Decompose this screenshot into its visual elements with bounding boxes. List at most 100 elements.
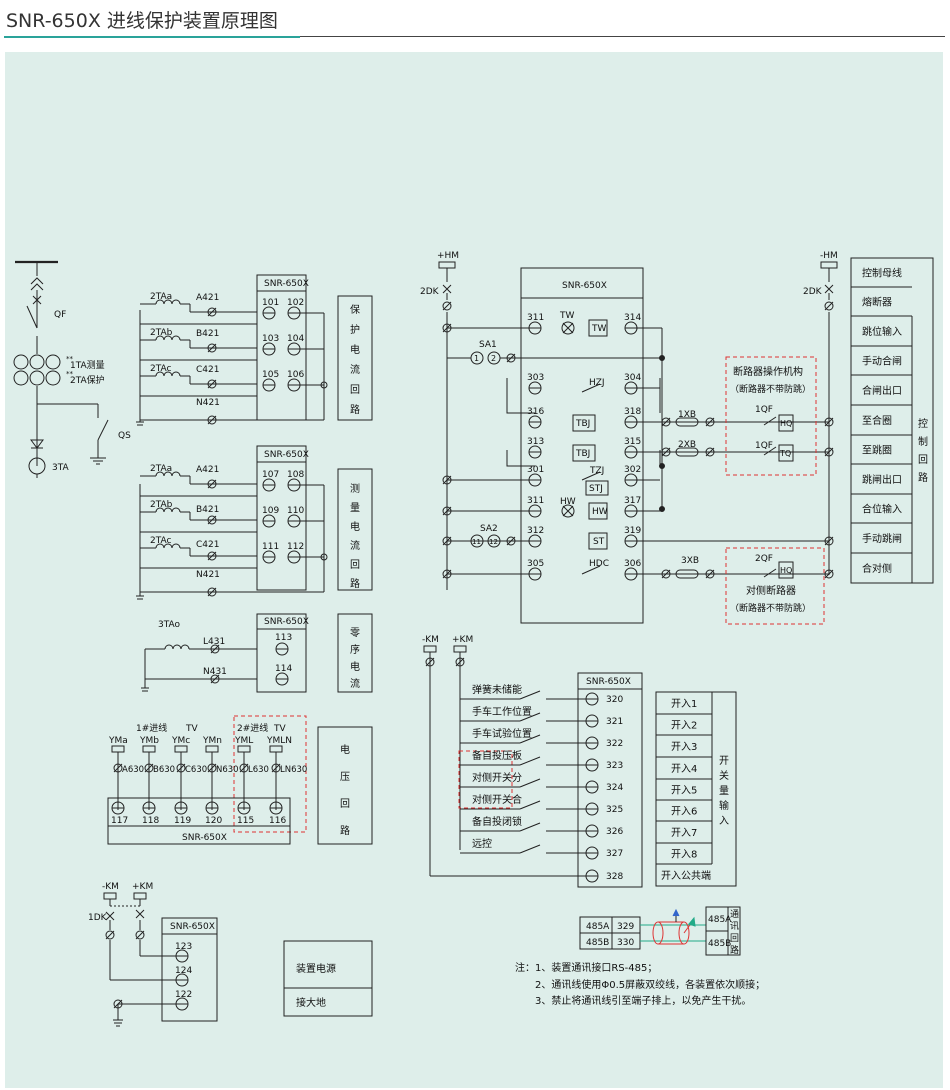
ctrl-legend-item-2: 熔断器: [862, 296, 892, 309]
dk2a-label: 2DK: [420, 287, 440, 297]
volt-source-YMLN: YMLN: [266, 736, 292, 746]
mech-label-1: 断路器操作机构: [733, 365, 803, 378]
ctrl-term-311-5: 311: [527, 496, 544, 506]
note-2: 2、通讯线使用Φ0.5屏蔽双绞线，各装置依次顺接；: [535, 978, 765, 991]
group-zero-char-4: 流: [350, 677, 360, 690]
meas-n421-label: N421: [196, 570, 220, 580]
note-1: 注：1、装置通讯接口RS-485；: [515, 961, 657, 974]
bin-input-8: 远控: [472, 837, 492, 850]
group-bin-char-2: 关: [719, 769, 729, 782]
comm-485b-label: 485B: [586, 938, 609, 948]
tw-lamp-label: TW: [559, 311, 574, 321]
group-meas-char-4: 流: [350, 539, 360, 552]
meas-device-label: SNR-650X: [264, 450, 309, 460]
ctrl-legend-item-11: 合对侧: [862, 562, 892, 575]
voltage-circuit: 1#进线 TV 2#进线 TV SNR-650X YMaA630117YMbB6…: [107, 715, 373, 845]
bin-output-3: 开入3: [671, 742, 697, 753]
xb1-label: 1XB: [678, 410, 696, 420]
comm-remote-485a-label: 485A: [708, 915, 732, 925]
tq-label: TQ: [779, 449, 791, 458]
zero-device-label: SNR-650X: [264, 617, 309, 627]
group-bin-char-3: 量: [719, 785, 729, 797]
n421-label: N421: [196, 398, 220, 408]
meas-a421-label: A421: [196, 465, 219, 475]
hdc-label: HDC: [589, 559, 609, 569]
bin-term-327: 327: [606, 849, 623, 859]
tv1-label: 1#进线: [136, 722, 167, 734]
power-term-124: 124: [175, 966, 192, 976]
bin-output-9: 开入公共端: [661, 869, 711, 882]
volt-wire-A630: A630: [122, 765, 144, 775]
group-zero-char-1: 零: [350, 627, 360, 639]
svg-text:1: 1: [474, 354, 479, 363]
bin-term-322: 322: [606, 739, 623, 749]
hm-neg-label: -HM: [820, 251, 838, 261]
bin-input-2: 手车工作位置: [472, 705, 532, 718]
bin-km-pos-label: +KM: [452, 635, 473, 645]
volt-source-YMb: YMb: [139, 736, 159, 746]
bin-term-325: 325: [606, 805, 623, 815]
prot-term-106: 106: [287, 370, 304, 380]
volt-source-YMa: YMa: [108, 736, 128, 746]
power-km-neg-label: -KM: [102, 882, 119, 892]
c421-label: C421: [196, 365, 219, 375]
ctrl-term-304-1: 304: [624, 373, 641, 383]
group-prot-char-4: 流: [350, 363, 360, 376]
group-bin-char-1: 开: [719, 756, 729, 767]
bin-input-1: 弹簧未储能: [472, 683, 522, 696]
ctrl-term-303-1: 303: [527, 373, 544, 383]
meas-ta-c-label: 2TAc: [150, 536, 172, 546]
svg-text:11: 11: [472, 538, 481, 546]
dk2b-label: 2DK: [803, 287, 823, 297]
bin-output-1: 开入1: [671, 699, 697, 710]
ctrl-term-306-7: 306: [624, 559, 641, 569]
meas-term-111: 111: [262, 542, 279, 552]
binary-input-circuit: -KM +KM SNR-650X 弹簧未储能手车工作位置手车试验位置备自投压板对…: [422, 635, 737, 888]
bin-device-label: SNR-650X: [586, 677, 631, 687]
opp-label-2: （断路器不带防跳）: [730, 602, 811, 614]
volt-term-115: 115: [237, 816, 254, 826]
dk1-label: 1DK: [88, 913, 108, 923]
svg-text:12: 12: [489, 538, 498, 546]
volt-source-YMc: YMc: [171, 736, 190, 746]
group-comm-char-2: 讯: [730, 921, 739, 932]
ta3-label: 3TA: [52, 463, 70, 473]
power-label: 装置电源: [296, 962, 336, 975]
group-volt-char-2: 压: [340, 771, 350, 783]
qs-label: QS: [118, 431, 131, 441]
ctrl-legend-item-4: 手动合闸: [862, 355, 902, 368]
volt-source-YMn: YMn: [202, 736, 222, 746]
bin-input-6: 对侧开关合: [472, 793, 522, 806]
tbj-2-label: TBJ: [575, 449, 590, 459]
ctrl-term-302-4: 302: [624, 465, 641, 475]
prot-term-103: 103: [262, 334, 279, 344]
bin-input-7: 备自投闭锁: [472, 815, 522, 828]
ground-label: 接大地: [296, 996, 326, 1009]
prot-device-label: SNR-650X: [264, 279, 309, 289]
ctrl-legend-item-9: 合位输入: [862, 503, 902, 516]
ctrl-legend-item-1: 控制母线: [862, 267, 902, 280]
volt-source-YML: YML: [234, 736, 253, 746]
qf1a-label: 1QF: [755, 405, 773, 415]
power-device-label: SNR-650X: [170, 922, 215, 932]
ctrl-term-312-6: 312: [527, 526, 544, 536]
zero-term-114: 114: [275, 664, 292, 674]
hq-label: HQ: [780, 419, 792, 428]
bin-term-320: 320: [606, 695, 623, 705]
bin-output-2: 开入2: [671, 721, 697, 732]
bin-term-321: 321: [606, 717, 623, 727]
hw-relay-label: HW: [592, 507, 608, 517]
diagram-background: [5, 52, 943, 1088]
tbj-1-label: TBJ: [575, 419, 590, 429]
ctrl-term-317-5: 317: [624, 496, 641, 506]
comm-329-label: 329: [617, 922, 634, 932]
tv2b-label: TV: [273, 724, 286, 734]
bin-term-328: 328: [606, 872, 623, 882]
meas-ta-a-label: 2TAa: [150, 464, 172, 474]
power-km-pos-label: +KM: [132, 882, 153, 892]
group-meas-char-1: 测: [350, 482, 360, 495]
group-prot-char-5: 回: [350, 384, 360, 396]
group-ctrl-char-3: 回: [918, 454, 928, 466]
